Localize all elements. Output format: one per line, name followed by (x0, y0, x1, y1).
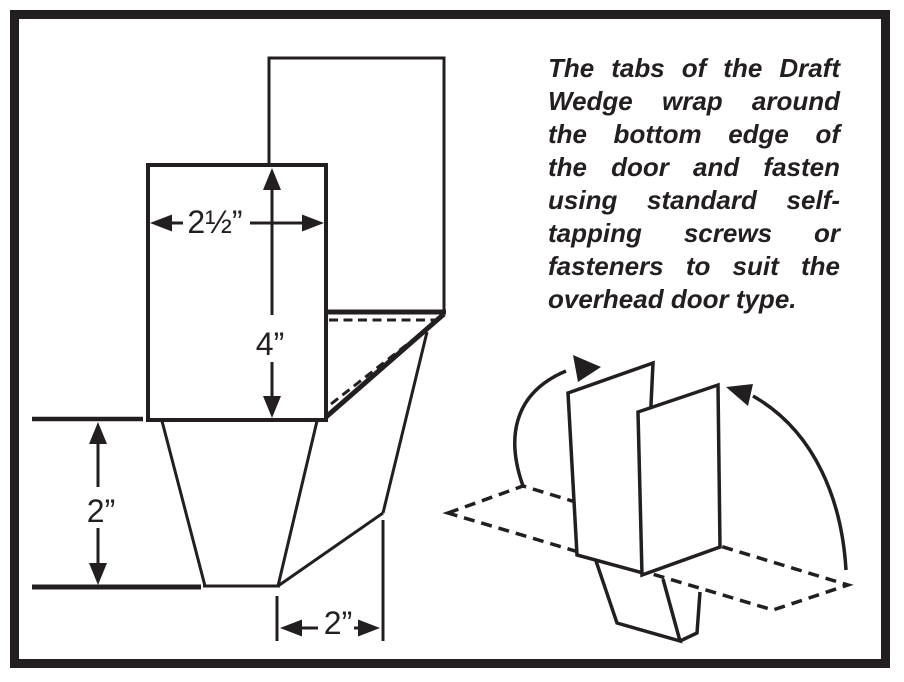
rear-tab-panel (636, 382, 722, 578)
front-view-diagram: 2½” 4” 2” (32, 56, 446, 641)
front-tab-outline (146, 163, 328, 422)
curved-arrow-line (752, 394, 848, 571)
dimension-tab-height: 4” (256, 168, 284, 418)
arrowhead-up-left-icon (726, 384, 753, 406)
caption-line: Wedge wrap around (548, 86, 840, 116)
arrowhead-right-icon (302, 214, 324, 232)
side-panel-right-edge (381, 331, 429, 514)
dimension-label-tab-width: 2½” (187, 204, 242, 240)
arrowhead-right-icon (358, 619, 380, 637)
caption-line: overhead door type. (548, 284, 797, 314)
fold-arrow-right (726, 384, 848, 571)
door-outline (267, 56, 446, 312)
fold-line-hidden (330, 319, 438, 406)
dimension-label-wedge-height: 2” (87, 493, 115, 529)
arrowhead-up-icon (89, 422, 107, 444)
arrowhead-down-icon (263, 396, 281, 418)
caption-text: The tabs of the Draft Wedge wrap around … (548, 52, 840, 316)
dimension-label-wedge-bottom-width: 2” (324, 605, 352, 641)
arrowhead-left-icon (150, 214, 172, 232)
caption-line: using standard self- (548, 185, 840, 215)
arrowhead-left-icon (280, 619, 302, 637)
dimension-tab-width: 2½” (150, 204, 324, 240)
caption-line: The tabs of the Draft (548, 53, 840, 83)
caption-line: the bottom edge of (548, 119, 840, 149)
wedge-side-face (679, 591, 702, 643)
wedge-front-face (593, 557, 683, 644)
caption-line: tapping screws or (548, 218, 840, 248)
dimension-label-tab-height: 4” (256, 326, 284, 362)
fold-edge (324, 312, 446, 419)
fold-arrow-left (513, 355, 601, 487)
arrowhead-down-icon (89, 563, 107, 585)
dimension-wedge-height: 2” (87, 422, 115, 585)
perspective-view-diagram (442, 355, 854, 644)
door-bottom-plane (442, 484, 854, 612)
caption-line: the door and fasten (548, 152, 840, 182)
arrowhead-up-icon (263, 168, 281, 190)
curved-arrow-line (513, 369, 567, 487)
dimension-wedge-bottom-width: 2” (275, 520, 385, 641)
wedge-right-edge (276, 420, 319, 587)
side-panel-bottom-edge (277, 511, 384, 588)
wedge-left-edge (160, 420, 207, 587)
figure-border (10, 10, 890, 668)
caption-line: fasteners to suit the (548, 251, 840, 281)
arrowhead-right-icon (573, 355, 601, 382)
